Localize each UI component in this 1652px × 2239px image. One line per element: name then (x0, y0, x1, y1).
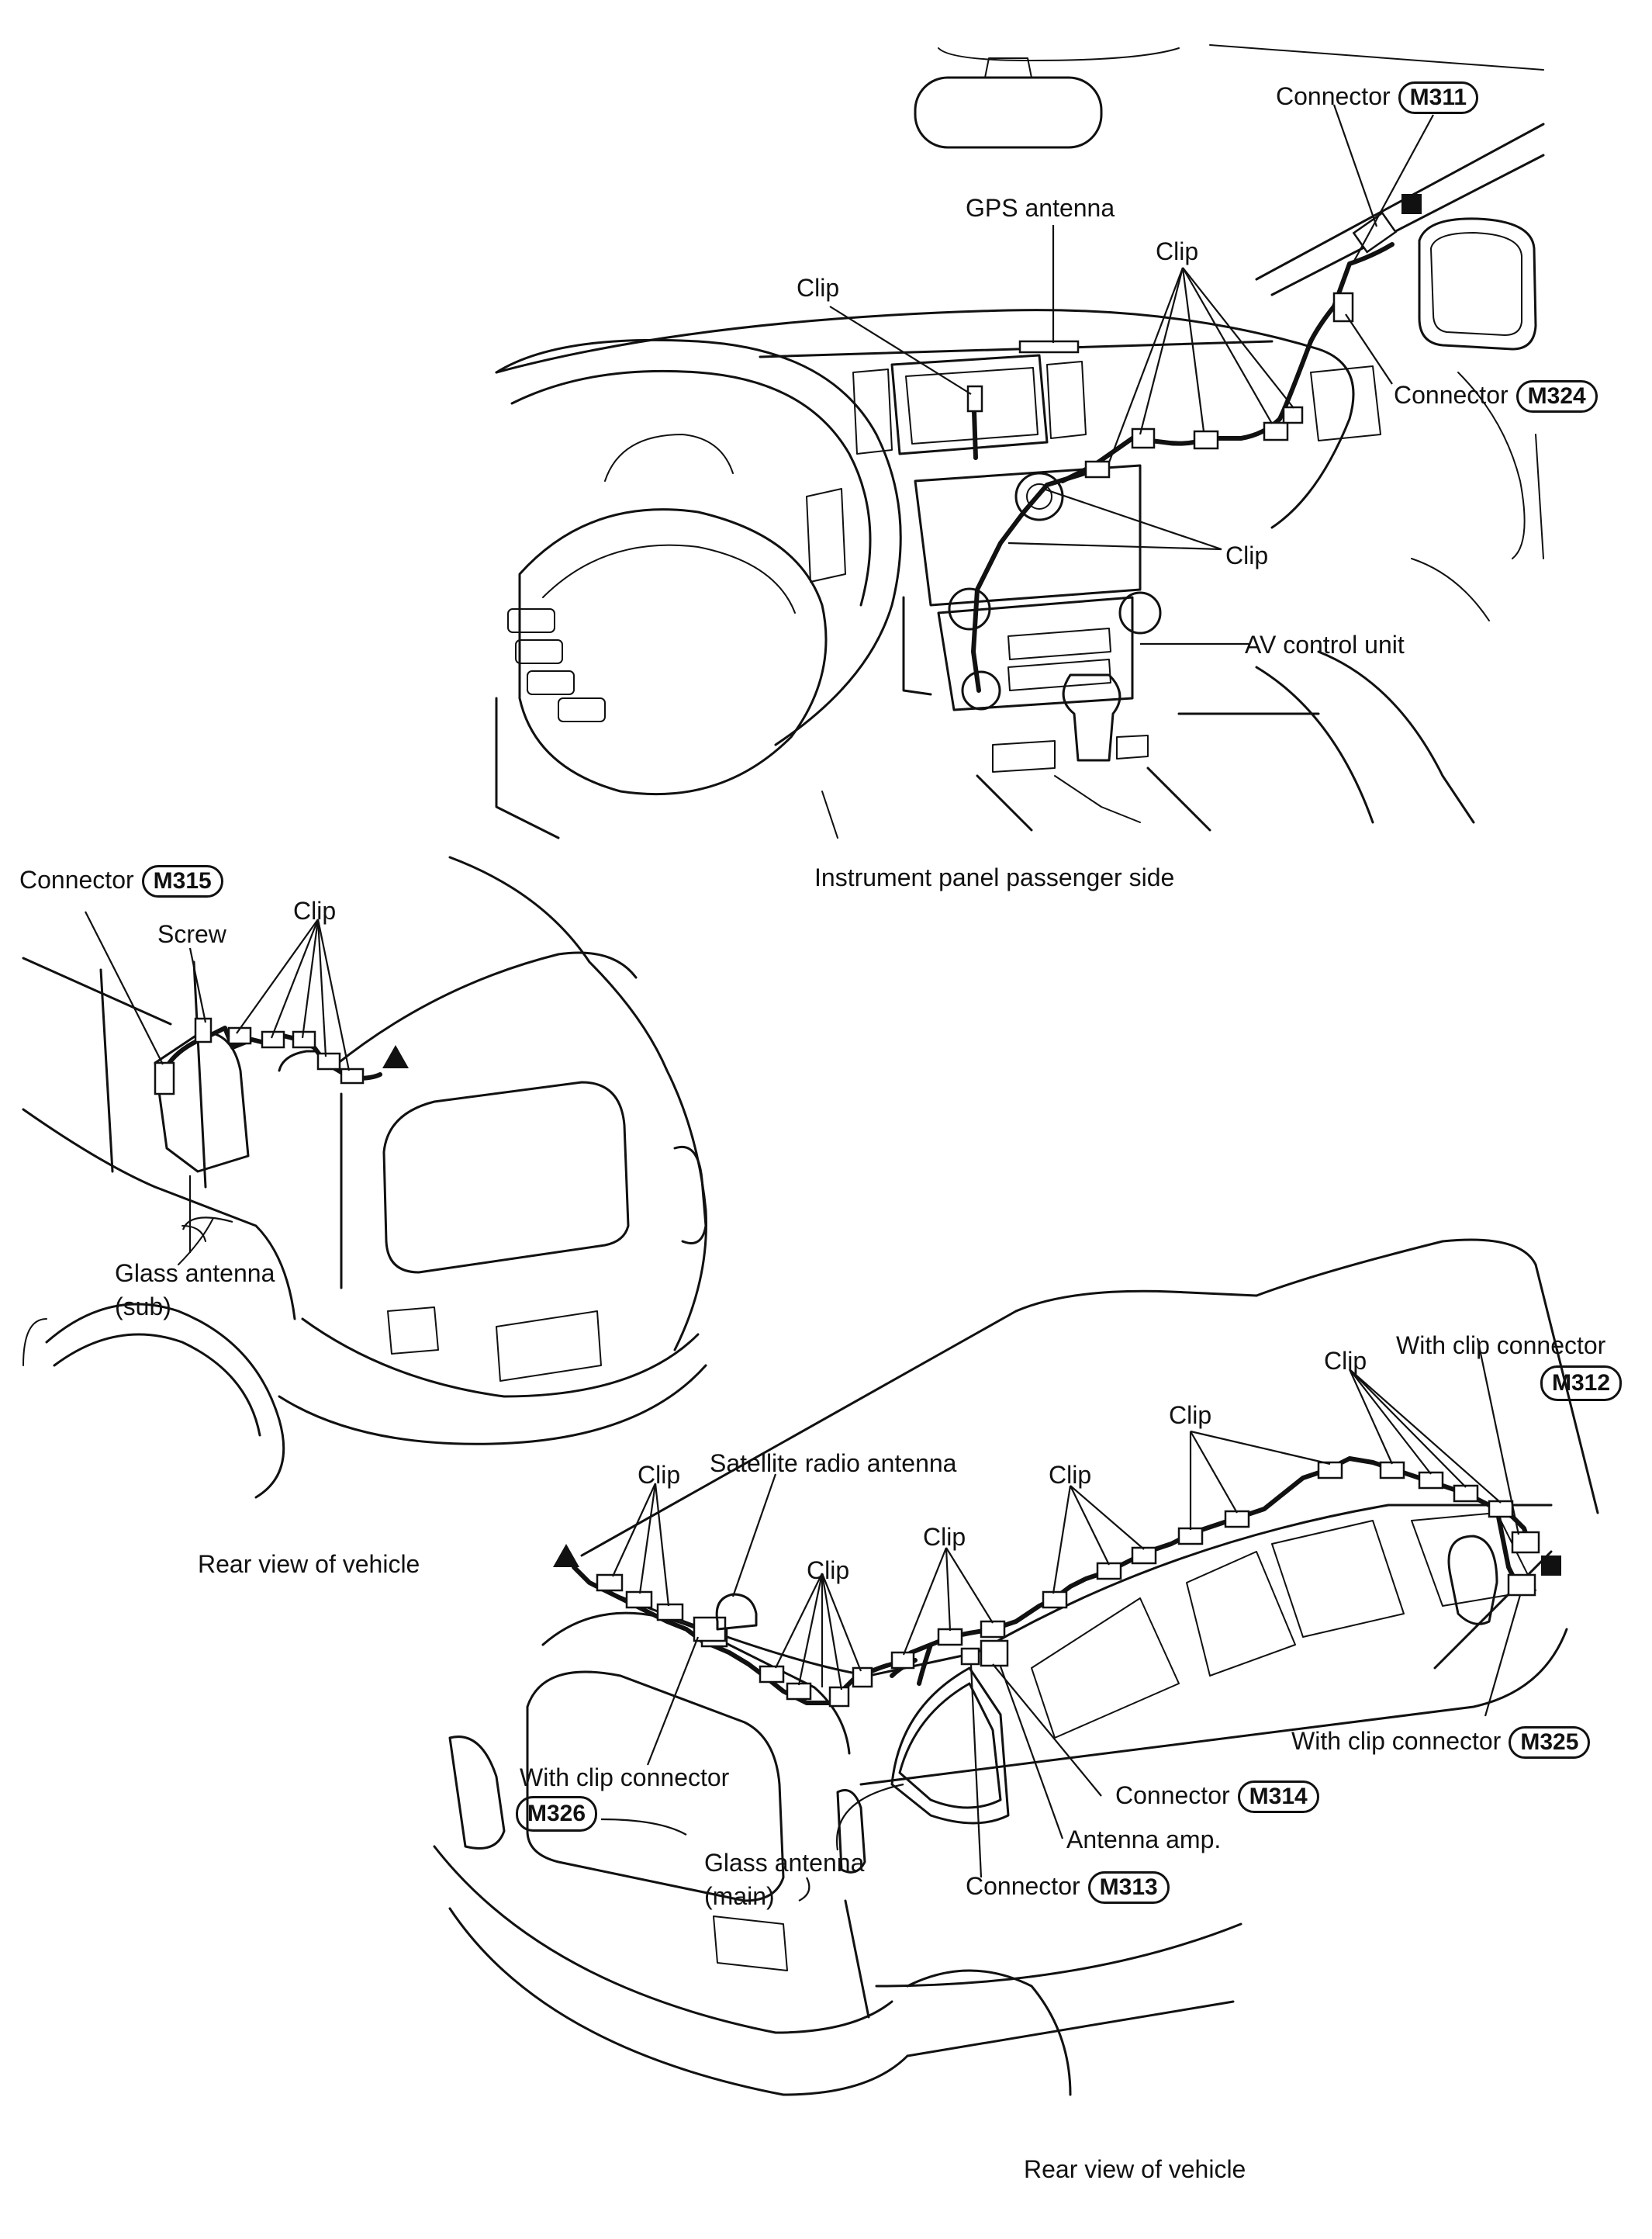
left-leader-lines (85, 911, 351, 1253)
bottom-leader-lines (600, 1338, 1522, 1902)
label-gps-antenna: GPS antenna (966, 194, 1115, 222)
label-screw: Screw (157, 920, 226, 948)
bottom-harness-routing (572, 1456, 1540, 1708)
connector-code-m311: M311 (1398, 81, 1479, 114)
label-clip-5: Clip (1169, 1401, 1212, 1429)
connector-code-m324: M324 (1515, 380, 1598, 413)
label-glass-antenna-main-line1: Glass antenna (704, 1849, 865, 1877)
label-satellite-radio-antenna: Satellite radio antenna (710, 1449, 957, 1477)
instrument-panel-illustration (495, 44, 1545, 839)
connector-code-m325: M325 (1509, 1726, 1591, 1759)
caption-instrument-panel: Instrument panel passenger side (814, 863, 1175, 891)
connector-code-m313: M313 (1087, 1871, 1170, 1904)
label-clip-center: Clip (1225, 542, 1269, 569)
label-clip-4: Clip (1049, 1461, 1092, 1489)
triangle-marker-bottom (553, 1544, 579, 1567)
caption-rear-view-bottom: Rear view of vehicle (1024, 2155, 1246, 2183)
connector-code-m314: M314 (1237, 1780, 1319, 1813)
label-glass-antenna-sub-line1: Glass antenna (115, 1259, 275, 1287)
rear-vehicle-illustration-bottom (433, 1238, 1599, 2096)
label-clip-left: Clip (797, 274, 840, 302)
top-harness-routing (902, 211, 1398, 696)
connector-code-m315: M315 (141, 865, 223, 898)
label-clip-3: Clip (923, 1523, 966, 1551)
label-glass-antenna-main-line2: (main) (704, 1882, 775, 1910)
connector-code-m326: M326 (516, 1796, 598, 1832)
label-antenna-amp: Antenna amp. (1066, 1825, 1222, 1853)
caption-rear-view-left: Rear view of vehicle (198, 1550, 420, 1578)
label-clip-1: Clip (638, 1461, 681, 1489)
label-av-control-unit: AV control unit (1245, 631, 1405, 659)
label-clip-top: Clip (1156, 237, 1199, 265)
left-harness-routing (154, 1017, 382, 1095)
label-with-clip-connector-m326: With clip connector (520, 1763, 730, 1791)
triangle-marker-left (382, 1045, 409, 1068)
connector-code-m312: M312 (1540, 1365, 1623, 1401)
top-leader-lines (829, 104, 1434, 645)
rear-vehicle-illustration-left (22, 856, 707, 1499)
label-clip-6: Clip (1324, 1347, 1367, 1375)
label-clip-2: Clip (807, 1556, 850, 1584)
label-clip: Clip (293, 897, 337, 925)
square-marker-top (1401, 194, 1422, 214)
square-marker-bottom (1541, 1556, 1561, 1576)
label-glass-antenna-sub-line2: (sub) (115, 1293, 171, 1320)
label-with-clip-connector-m312: With clip connector (1396, 1331, 1606, 1359)
